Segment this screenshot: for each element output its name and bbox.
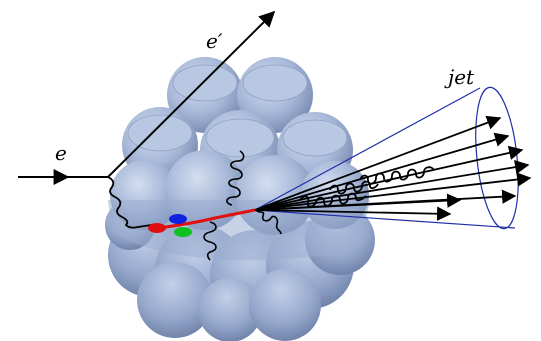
scattered-electron-label: e′ xyxy=(206,29,223,53)
incoming-electron-label: e xyxy=(55,141,67,165)
quark-red xyxy=(148,223,166,233)
quark-blue xyxy=(169,214,187,224)
quark-green xyxy=(174,227,192,237)
jet-label: jet xyxy=(444,65,475,89)
